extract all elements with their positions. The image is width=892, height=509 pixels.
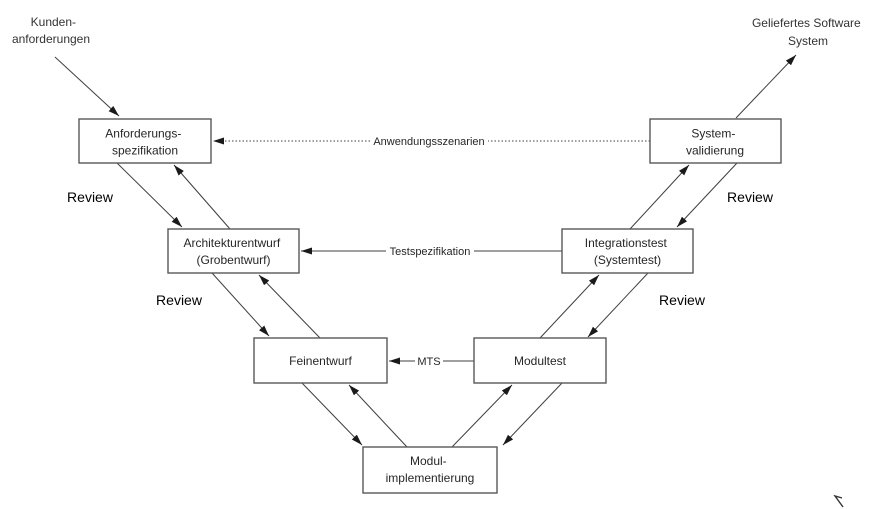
box-module-implementation: Modul- implementierung	[362, 446, 498, 494]
box-detailed-design-rect	[253, 337, 388, 384]
box-detailed-design-label: Feinentwurf	[289, 354, 352, 368]
customer-requirements-label: Kunden- anforderungen	[12, 15, 90, 46]
application-scenarios-text: Anwendungsszenarien	[373, 136, 484, 148]
box-label-line: Integrationstest	[585, 236, 668, 250]
box-module-test-rect	[473, 337, 607, 384]
box-integration-test: Integrationstest (Systemtest)	[561, 228, 694, 274]
connector-lines	[54, 54, 797, 448]
ext-label-line: anforderungen	[12, 32, 90, 46]
box-label-line: implementierung	[386, 471, 475, 485]
label-backing	[386, 244, 474, 258]
box-module-test-label: Modultest	[514, 354, 567, 368]
box-requirements-spec-rect	[78, 118, 212, 164]
mts-label: MTS	[415, 354, 443, 368]
box-integration-test-label: Integrationstest (Systemtest)	[585, 236, 670, 267]
ext-label-line: Kunden-	[31, 15, 76, 29]
label-backing	[415, 354, 443, 368]
box-label-line: Modul-	[410, 454, 447, 468]
box-system-validation: System- validierung	[649, 118, 782, 164]
arrow-requirements-spec-to-architecture-design	[116, 162, 183, 228]
box-label-line: spezifikation	[112, 144, 178, 158]
arrow-detailed-design-to-module-implementation	[301, 382, 363, 446]
arrow-module-test-to-module-implementation	[502, 382, 563, 446]
arrow-module-implementation-to-module-test	[451, 384, 513, 448]
box-integration-test-rect	[561, 228, 694, 274]
review-label-left-top: Review	[67, 189, 114, 205]
arrow-review-architecture-to-requirements	[173, 164, 231, 230]
arrow-review-validation-to-integration	[676, 162, 738, 228]
application-scenarios-label: Anwendungsszenarien	[370, 134, 488, 148]
arrow-review-integration-to-module-test	[587, 272, 649, 338]
arrow-customer-requirements-to-requirements-spec	[54, 56, 120, 117]
review-label-left-middle: Review	[156, 292, 203, 308]
test-specification-text: Testspezifikation	[390, 246, 471, 258]
cursor-icon	[833, 494, 844, 508]
delivered-system-label: Geliefertes Software System	[752, 16, 864, 48]
test-specification-label: Testspezifikation	[386, 244, 474, 258]
arrow-system-validation-to-delivered-system	[735, 54, 797, 119]
box-label-line: (Systemtest)	[594, 253, 661, 267]
box-label-line: Anforderungs-	[105, 127, 181, 141]
box-requirements-spec-label: Anforderungs- spezifikation	[105, 127, 184, 158]
label-backing	[370, 134, 488, 148]
arrow-integration-test-to-system-validation	[629, 164, 690, 230]
review-label-right-top: Review	[727, 189, 774, 205]
box-architecture-design: Architekturentwurf (Grobentwurf)	[167, 228, 300, 274]
box-label-line: System-	[691, 127, 735, 141]
box-system-validation-label: System- validierung	[686, 127, 744, 158]
box-module-implementation-rect	[362, 446, 498, 494]
box-architecture-design-rect	[167, 228, 300, 274]
box-label-line: Architekturentwurf	[183, 236, 280, 250]
box-module-implementation-label: Modul- implementierung	[386, 454, 475, 485]
arrow-review-detailed-to-architecture	[258, 274, 321, 339]
box-system-validation-rect	[649, 118, 782, 164]
box-label-line: (Grobentwurf)	[196, 253, 270, 267]
arrow-review-implementation-to-detailed	[348, 384, 408, 448]
box-requirements-spec: Anforderungs- spezifikation	[78, 118, 212, 164]
mts-text: MTS	[417, 356, 440, 368]
box-label-line: validierung	[686, 144, 744, 158]
review-label-right-middle: Review	[659, 292, 706, 308]
arrow-architecture-design-to-detailed-design	[211, 272, 270, 337]
arrow-module-test-to-integration-test	[539, 274, 600, 339]
box-detailed-design: Feinentwurf	[253, 337, 388, 384]
ext-label-line: Geliefertes Software	[752, 16, 861, 30]
box-architecture-design-label: Architekturentwurf (Grobentwurf)	[183, 236, 283, 267]
ext-label-line: System	[788, 34, 828, 48]
box-module-test: Modultest	[473, 337, 607, 384]
